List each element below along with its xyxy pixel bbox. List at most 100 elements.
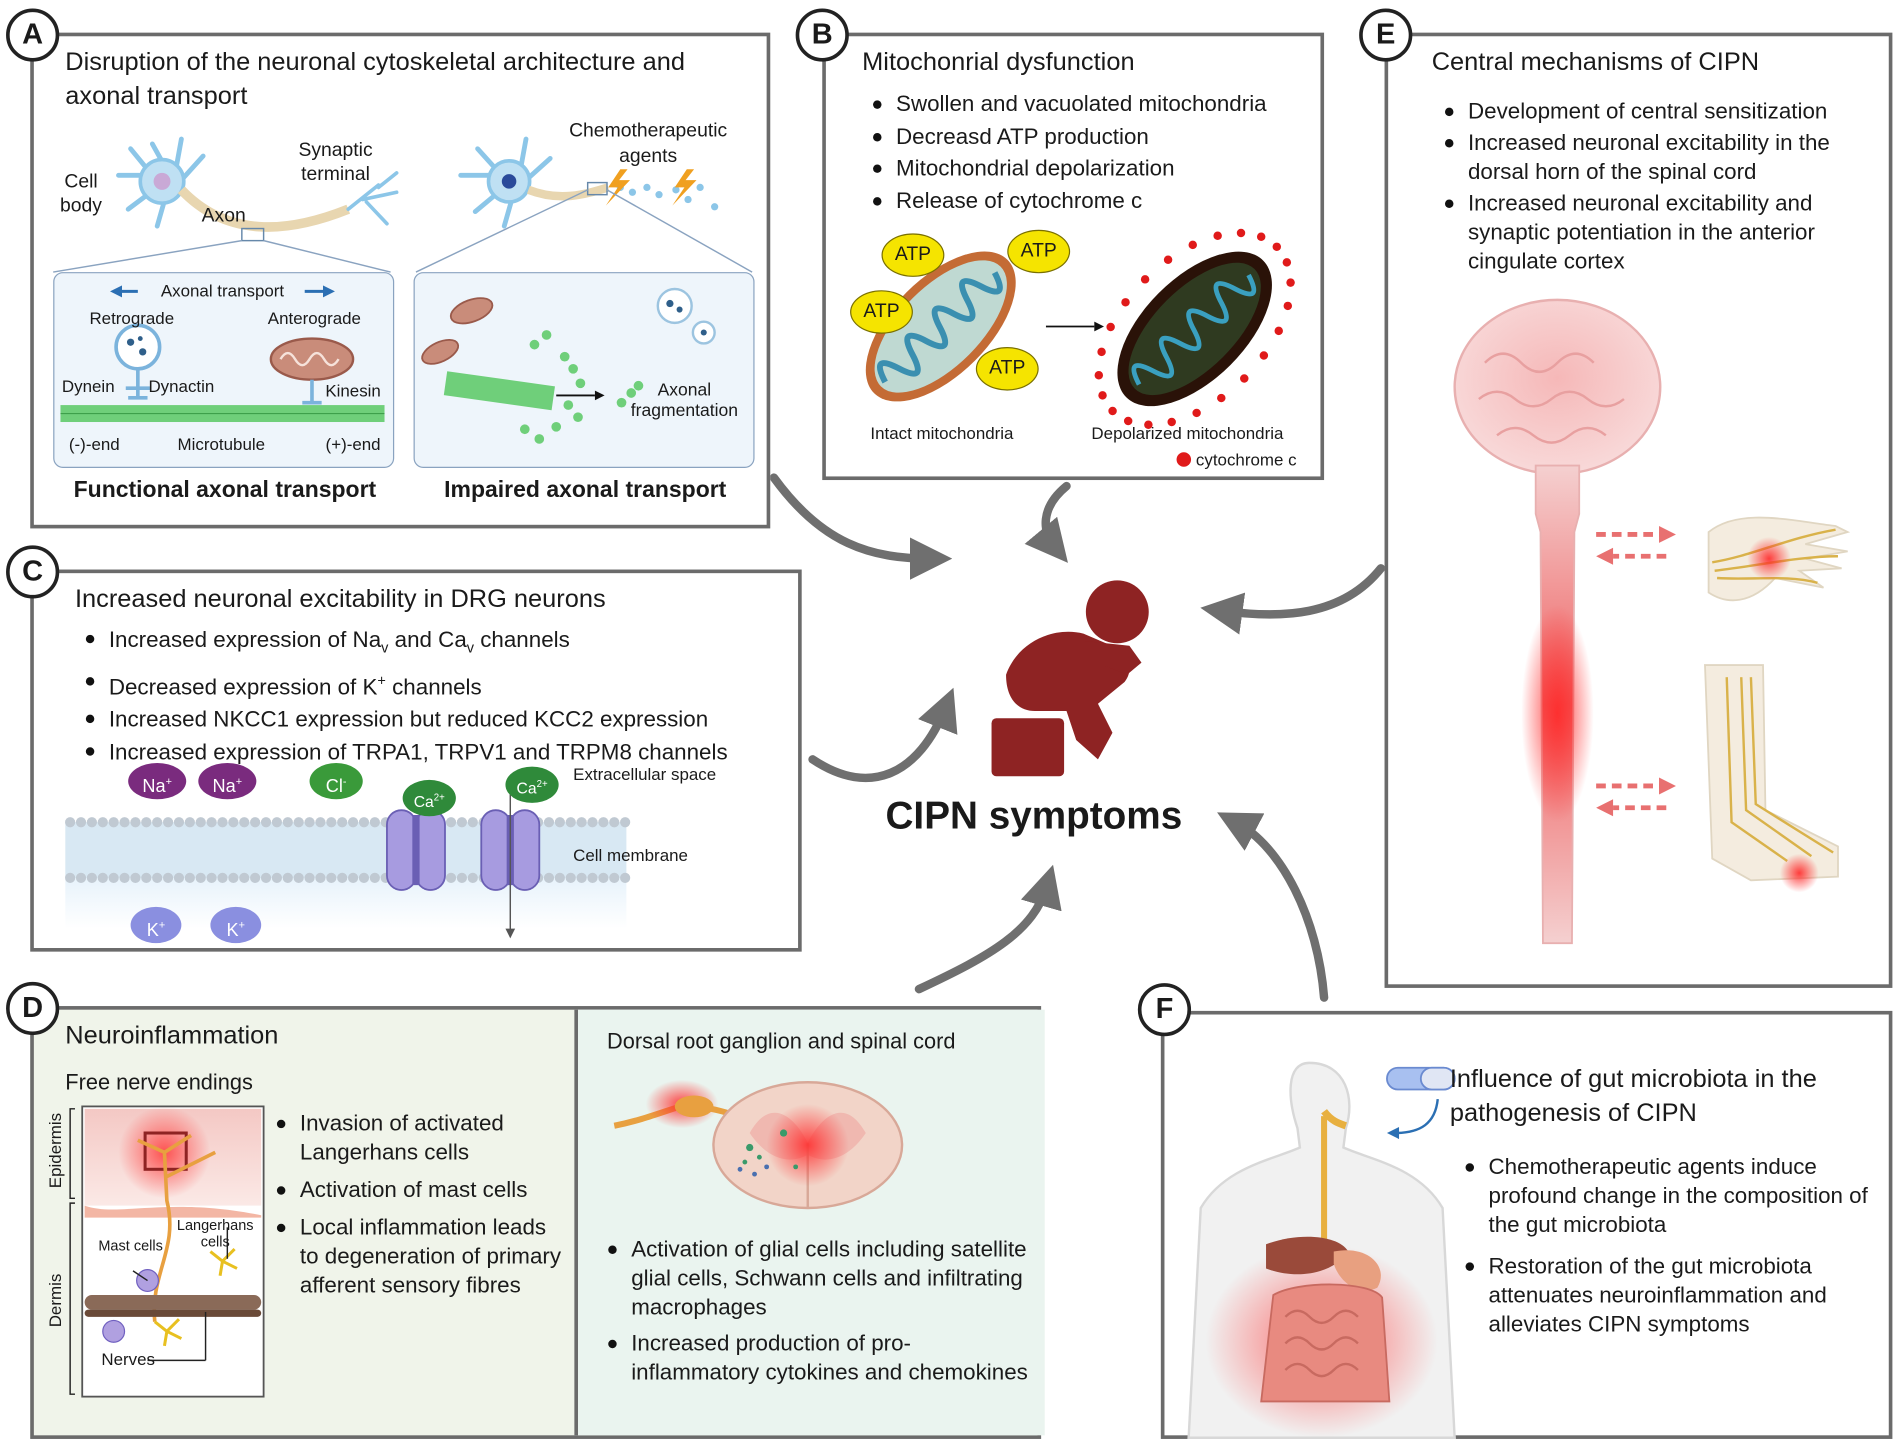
panel-c-bullets: Increased expression of Nav and Cav chan… [80,624,806,769]
lipid-head [152,817,163,828]
lipid-head [576,872,587,883]
potassium-ion: K+ [130,906,182,944]
cytochrome-legend-label: cytochrome c [1195,449,1297,470]
badge-f: F [1137,983,1192,1037]
cytochrome-dot [1123,416,1133,426]
lipid-head [130,817,141,828]
bullet-item: Activation of mast cells [271,1175,568,1204]
lipid-head [152,872,163,883]
lipid-head [250,872,261,883]
cytochrome-dot [1272,242,1282,252]
lipid-head [184,817,195,828]
hand-shape [1707,516,1851,602]
text-run: and Ca [388,626,467,652]
cytochrome-dot [1217,393,1226,403]
ion-symbol: K [146,920,159,941]
lipid-head [543,817,555,828]
stomach-shape [1333,1250,1381,1291]
lipid-head [348,817,359,828]
lipid-head [271,872,282,883]
lipid-head [75,817,87,828]
lipid-head [445,872,457,883]
bullet-item: Activation of glial cells including sate… [602,1235,1037,1322]
atp-bubble: ATP [850,290,913,334]
lipid-head [217,817,228,828]
arrow-from-d [914,864,1062,994]
ion-charge: 2+ [536,778,548,790]
lipid-head [565,872,576,883]
lipid-head [239,872,250,883]
cytochrome-dot [1108,406,1117,416]
pill-icon [1386,1066,1456,1140]
badge-e: E [1359,8,1413,62]
ion-symbol: Cl [325,776,343,797]
lipid-head [130,872,141,883]
nerves-label: Nerves [101,1349,155,1369]
badge-d: D [6,981,60,1036]
lipid-head [65,872,76,883]
lipid-head [239,817,250,828]
lipid-head [467,817,478,828]
bullet-item: Release of cytochrome c [867,186,1314,216]
extracellular-space-label: Extracellular space [573,764,717,784]
text-run: v [466,639,475,657]
calcium-ion: Ca2+ [402,779,456,817]
cytochrome-dot [1192,408,1201,418]
cns-illustration [1453,298,1851,945]
chemotherapeutic-agents-label: Chemotherapeutic agents [569,120,728,167]
langerhans-cell [209,1248,238,1276]
skin-illustration [69,1105,265,1398]
axon-label: Axon [201,205,246,227]
cytochrome-dot [1106,322,1115,332]
panel-d-title: Neuroinflammation [65,1021,279,1050]
ion-charge: - [342,775,347,788]
panel-d-left-bullets: Invasion of activated Langerhans cells A… [271,1109,568,1302]
atp-bubble: ATP [881,233,945,277]
epidermis-label: Epidermis [45,1112,65,1189]
lipid-head [326,872,337,883]
free-nerve-endings-label: Free nerve endings [65,1070,253,1095]
potassium-ion: K+ [210,906,262,944]
lipid-head [195,872,206,883]
lipid-head [108,872,119,883]
cytochrome-dot [1286,278,1295,287]
cytochrome-dot [1274,326,1283,336]
bullet-item: Invasion of activated Langerhans cells [271,1109,568,1167]
panel-c-title: Increased neuronal excitability in DRG n… [74,585,606,614]
lipid-head [315,817,326,828]
minus-end-label: (-)-end [68,434,120,454]
lipid-head [587,817,598,828]
calcium-ion: Ca2+ [505,766,559,803]
retrograde-label: Retrograde [89,308,175,328]
badge-a: A [6,8,60,62]
lipid-head [609,872,620,883]
healthy-neuron-illustration [116,136,399,242]
mitochondrion-icon [269,337,355,381]
ion-symbol: Ca [516,779,537,798]
damaged-neuron-illustration [458,136,719,229]
cytochrome-dot [1098,391,1107,400]
text-run: Increased expression of Na [108,626,382,652]
atp-bubble: ATP [1007,229,1071,274]
text-run: channels [385,673,482,699]
cell-membrane-label: Cell membrane [573,845,688,865]
panel-b-title: Mitochonrial dysfunction [862,48,1135,77]
arrow-from-a [769,473,953,580]
mitochondrion-icon [421,338,460,365]
cytochrome-dot [1144,420,1153,430]
lipid-head [206,872,217,883]
bullet-item: Chemotherapeutic agents induce profound … [1460,1152,1871,1239]
cytochrome-dot [1163,255,1173,264]
functional-transport-illustration [60,285,385,423]
depolarized-mitochondria-label: Depolarized mitochondria [1091,423,1284,443]
arrow-from-e [1200,564,1386,635]
cytochrome-dot [1094,370,1104,380]
lipid-head [195,817,206,828]
panel-f-bullets: Chemotherapeutic agents induce profound … [1460,1152,1871,1341]
badge-c: C [6,545,60,599]
axonal-transport-label: Axonal transport [160,280,285,300]
ion-symbol: Na [142,776,166,797]
lipid-head [173,872,185,883]
ion-charge: + [165,775,172,788]
cytochrome-dot [1213,231,1222,241]
